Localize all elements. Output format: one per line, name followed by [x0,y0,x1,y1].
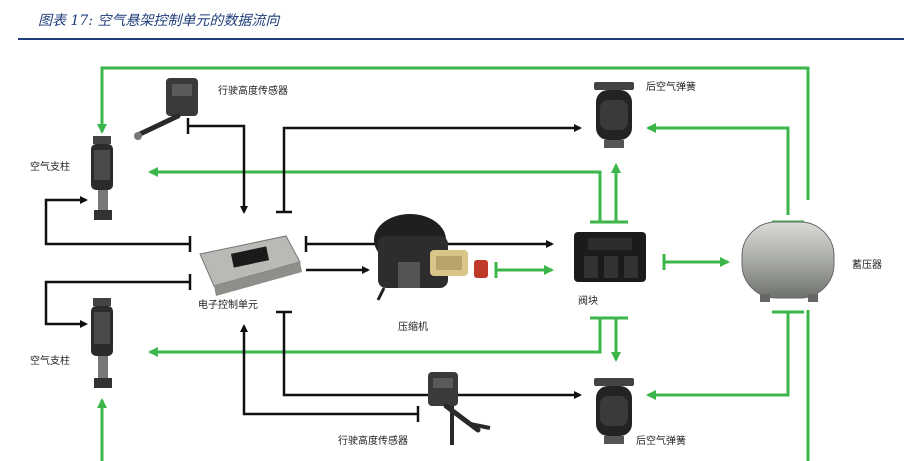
height-sensor-top-icon [134,78,198,140]
height-sensor-bottom-icon [428,372,491,445]
air-spring-top-icon [594,82,634,148]
air-strut-top-icon [91,136,113,220]
label-reservoir: 蓄压器 [852,259,882,271]
label-strut-bottom: 空气支柱 [30,354,70,367]
caption-rule [18,38,904,40]
ecu-icon [199,235,302,296]
reservoir-tank-icon [741,221,835,302]
air-spring-bottom-icon [594,378,634,444]
label-height-sensor-top: 行驶高度传感器 [218,84,288,97]
label-ecu: 电子控制单元 [198,298,258,311]
compressor-icon [374,214,488,301]
label-spring-top: 后空气弹簧 [646,80,696,93]
label-valve: 阀块 [578,294,598,307]
label-height-sensor-bottom: 行驶高度传感器 [338,434,408,447]
label-compressor: 压缩机 [398,320,428,333]
label-strut-top: 空气支柱 [30,160,70,173]
black-signal-lines [44,118,582,422]
label-spring-bottom: 后空气弹簧 [636,434,686,447]
valve-block-icon [574,232,646,282]
green-air-lines [97,66,810,461]
figure-caption: 图表 17: 空气悬架控制单元的数据流向 [38,13,280,29]
air-strut-bottom-icon [91,298,113,388]
